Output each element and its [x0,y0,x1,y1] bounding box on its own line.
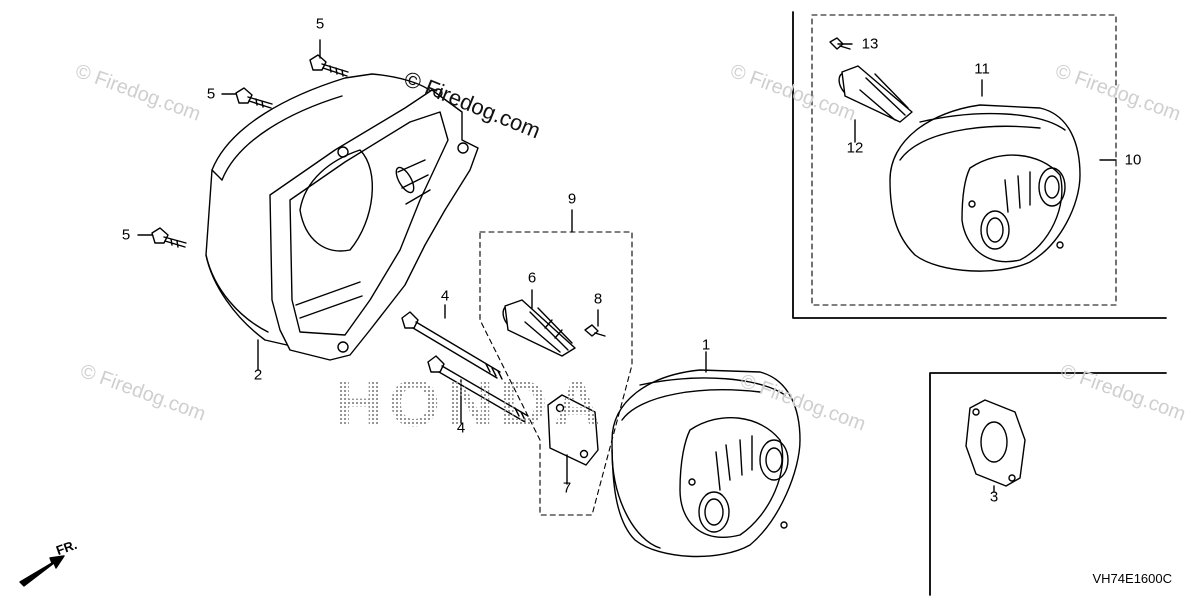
muffler-gasket [965,399,1026,487]
muffler-inset [889,104,1081,272]
callout-8: 8 [593,290,603,308]
callout-9: 9 [567,190,577,208]
muffler-main [611,369,801,558]
callout-13: 13 [861,35,879,53]
spark-arrester [502,299,576,357]
callout-4-upper: 4 [440,287,450,305]
stud-bolt-lower [427,355,529,423]
callout-4-lower: 4 [456,419,466,437]
callout-3: 3 [989,488,999,506]
callout-10: 10 [1124,151,1142,169]
stud-bolt-upper [401,311,503,380]
flange-bolt-middle [235,87,273,109]
callout-1: 1 [701,336,711,354]
flange-bolt-top [309,54,349,77]
exhaust-plate [547,394,599,466]
spark-arrester-inset [838,65,913,123]
brand-watermark: HONDA [335,366,607,440]
callout-11: 11 [974,60,990,78]
diagram-code: VH74E1600C [1092,571,1173,586]
flange-bolt-bottom [151,227,187,248]
callout-2: 2 [253,366,263,384]
callout-12: 12 [846,139,864,157]
callout-5-bottom: 5 [121,226,131,244]
callout-7: 7 [562,479,572,497]
screw-8 [584,324,606,337]
muffler-protector [205,73,479,361]
callout-5-top: 5 [315,15,325,33]
callout-6: 6 [527,269,537,287]
callout-5-middle: 5 [206,85,216,103]
